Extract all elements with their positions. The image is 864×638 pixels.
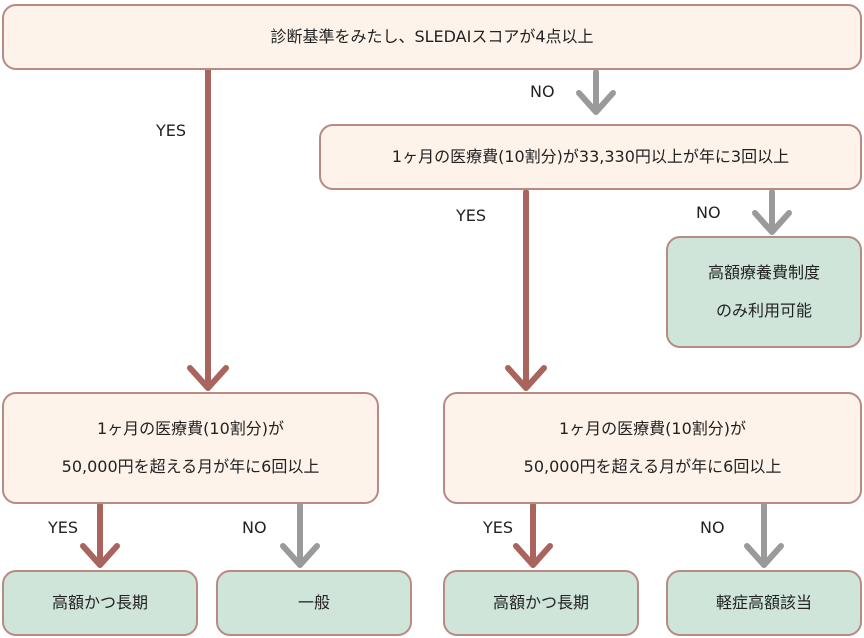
result-kougaku-only-box: 高額療養費制度 のみ利用可能 xyxy=(666,236,862,348)
result-long-term-left-box: 高額かつ長期 xyxy=(2,570,198,636)
right-no-label: NO xyxy=(700,518,725,537)
cost-yes-label: YES xyxy=(456,206,487,225)
result-mild-box: 軽症高額該当 xyxy=(666,570,862,636)
yes-arrowhead-cost xyxy=(505,365,547,391)
no-arrowhead-right xyxy=(744,543,784,568)
left-yes-label: YES xyxy=(48,518,79,537)
left-condition-line2: 50,000円を超える月が年に6回以上 xyxy=(61,457,320,476)
root-no-label: NO xyxy=(530,82,555,101)
root-condition-text: 診断基準をみたし、SLEDAIスコアが4点以上 xyxy=(270,27,594,46)
result-long-term-right-text: 高額かつ長期 xyxy=(492,593,589,612)
right-monthly-condition-box: 1ヶ月の医療費(10割分)が 50,000円を超える月が年に6回以上 xyxy=(443,392,862,504)
right-yes-label: YES xyxy=(483,518,514,537)
result-general-text: 一般 xyxy=(297,593,330,612)
root-yes-label: YES xyxy=(156,121,187,140)
cost-condition-box: 1ヶ月の医療費(10割分)が33,330円以上が年に3回以上 xyxy=(319,124,862,190)
cost-condition-text: 1ヶ月の医療費(10割分)が33,330円以上が年に3回以上 xyxy=(391,147,790,166)
no-arrowhead-left xyxy=(280,543,320,568)
yes-arrowhead-left xyxy=(80,543,120,568)
result-kougaku-line2: のみ利用可能 xyxy=(715,301,812,320)
result-long-term-left-text: 高額かつ長期 xyxy=(51,593,148,612)
no-arrowhead-cost xyxy=(752,210,792,235)
root-condition-box: 診断基準をみたし、SLEDAIスコアが4点以上 xyxy=(2,4,862,70)
left-monthly-condition-box: 1ヶ月の医療費(10割分)が 50,000円を超える月が年に6回以上 xyxy=(2,392,379,504)
no-arrowhead-root xyxy=(576,90,616,115)
result-kougaku-line1: 高額療養費制度 xyxy=(707,263,820,282)
yes-arrowhead-root xyxy=(187,365,229,391)
result-long-term-right-box: 高額かつ長期 xyxy=(443,570,639,636)
yes-arrowhead-right xyxy=(513,543,553,568)
left-condition-line1: 1ヶ月の医療費(10割分)が xyxy=(96,419,285,438)
right-condition-line1: 1ヶ月の医療費(10割分)が xyxy=(558,419,747,438)
cost-no-label: NO xyxy=(696,203,721,222)
right-condition-line2: 50,000円を超える月が年に6回以上 xyxy=(523,457,782,476)
result-general-box: 一般 xyxy=(216,570,412,636)
left-no-label: NO xyxy=(242,518,267,537)
result-mild-text: 軽症高額該当 xyxy=(715,593,812,612)
